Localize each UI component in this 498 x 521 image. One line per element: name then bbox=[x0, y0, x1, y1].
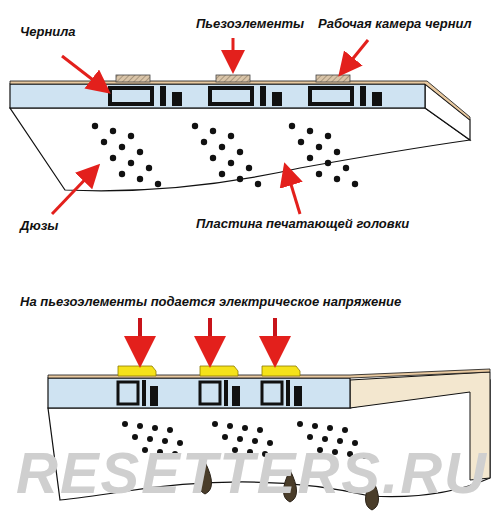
caption-note: На пьезоэлементы подается электрическое … bbox=[20, 294, 401, 310]
part-label: Чернила bbox=[20, 24, 76, 40]
part-label: Пластина печатающей головки bbox=[196, 216, 409, 232]
watermark: RESETTERS.RU bbox=[16, 438, 488, 508]
part-label: Дюзы bbox=[20, 218, 58, 234]
part-label: Рабочая камера чернил bbox=[318, 16, 472, 32]
part-label: Пьезоэлементы bbox=[196, 16, 304, 32]
